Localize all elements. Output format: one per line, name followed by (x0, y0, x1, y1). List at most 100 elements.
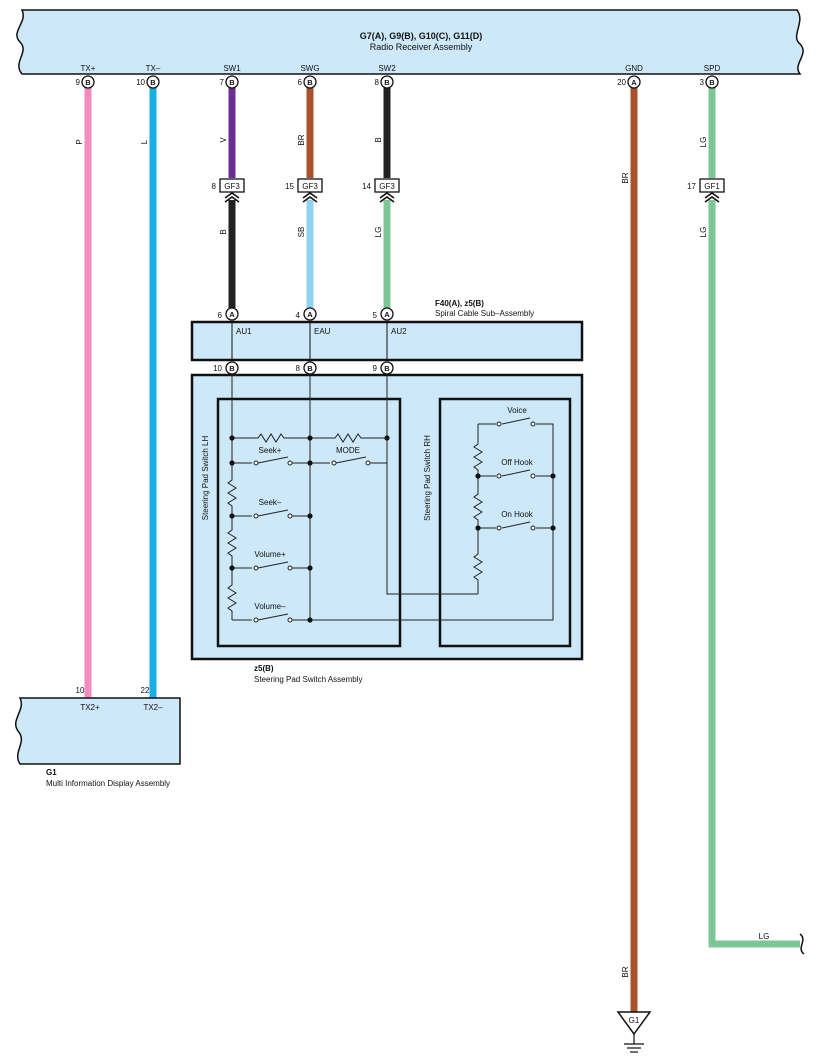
switch-label-voice: Voice (507, 406, 527, 415)
junction-gf3-sw1: 8 GF3 (212, 178, 245, 203)
display-code: G1 (46, 768, 57, 777)
wire-label-tx-minus: L (140, 139, 149, 144)
wire-label-swg-upper: BR (297, 134, 306, 145)
pin-number: 20 (617, 78, 626, 87)
spiral-bottom-pin-3: 9 B (373, 361, 394, 375)
radio-pin-swg: 6 B (298, 75, 317, 89)
wire-label-sw1-upper: V (219, 137, 228, 143)
pin-number: 10 (136, 78, 145, 87)
switch-rh-box (438, 397, 572, 648)
pin-number: 3 (700, 78, 705, 87)
junction-gf3-sw2: 14 GF3 (362, 178, 400, 203)
pin-name-sw2: SW2 (378, 64, 396, 73)
connector-letter: B (709, 78, 715, 87)
junction-pin: 8 (212, 182, 217, 191)
switch-rh-title: Steering Pad Switch RH (423, 435, 432, 521)
wire-label-gnd-upper: BR (621, 172, 630, 183)
pin-name-sw1: SW1 (223, 64, 241, 73)
junction-label: GF3 (302, 182, 318, 191)
switch-label-volume-plus: Volume+ (254, 550, 286, 559)
pin-number: 8 (375, 78, 380, 87)
spiral-top-pin-eau: 4 A (296, 307, 317, 321)
switch-label-seek-minus: Seek– (259, 498, 282, 507)
ground-label: G1 (629, 1016, 640, 1025)
connector-letter: B (229, 364, 235, 373)
radio-pin-sw1: 7 B (220, 75, 239, 89)
spiral-codes: F40(A), z5(B) (435, 299, 484, 308)
wire-label-sw1-lower: B (219, 229, 228, 234)
connector-letter: A (307, 310, 313, 319)
switch-assembly-name: Steering Pad Switch Assembly (254, 675, 363, 684)
pin-number: 9 (373, 364, 378, 373)
switch-lh-circuit (227, 374, 554, 623)
spiral-pin-name-eau: EAU (314, 327, 331, 336)
connector-letter: B (307, 364, 313, 373)
pin-number: 9 (76, 78, 81, 87)
pin-name-spd: SPD (704, 64, 721, 73)
wire-label-sw2-upper: B (374, 137, 383, 142)
radio-receiver-box (16, 9, 804, 75)
ground-symbol: G1 (616, 1011, 652, 1053)
radio-pin-spd: 3 B (700, 75, 719, 89)
pin-number: 6 (298, 78, 303, 87)
display-pin-name-1: TX2+ (80, 703, 100, 712)
switch-lh-box (216, 397, 402, 648)
junction-label: GF3 (224, 182, 240, 191)
connector-letter: B (384, 78, 390, 87)
switch-assembly-code: z5(B) (254, 664, 274, 673)
spiral-top-pin-au2: 5 A (373, 307, 394, 321)
pin-number: 8 (296, 364, 301, 373)
wire-spd-break (799, 933, 805, 955)
display-name: Multi Information Display Assembly (46, 779, 170, 788)
wire-label-gnd-lower: BR (621, 966, 630, 977)
display-box (15, 697, 181, 765)
spiral-bottom-pin-1: 10 B (213, 361, 239, 375)
switch-label-mode: MODE (336, 446, 360, 455)
radio-pin-tx-minus: 10 B (136, 75, 160, 89)
wire-spd-lower (708, 200, 800, 948)
switch-label-seek-plus: Seek+ (259, 446, 282, 455)
switch-label-on-hook: On Hook (501, 510, 534, 519)
wire-label-spd-lower: LG (699, 227, 708, 238)
pin-name-swg: SWG (300, 64, 319, 73)
junction-pin: 17 (687, 182, 696, 191)
pin-number: 7 (220, 78, 225, 87)
junction-gf3-swg: 15 GF3 (285, 178, 323, 203)
pin-number: 6 (218, 311, 223, 320)
junction-pin: 15 (285, 182, 294, 191)
connector-letter: A (631, 78, 637, 87)
spiral-top-pin-au1: 6 A (218, 307, 239, 321)
display-pin-number-1: 10 (76, 686, 85, 695)
wire-label-sw2-lower: LG (374, 227, 383, 238)
switch-lh-title: Steering Pad Switch LH (201, 436, 210, 521)
radio-pin-tx-plus: 9 B (76, 75, 95, 89)
radio-pin-gnd: 20 A (617, 75, 641, 89)
pin-name-tx-plus: TX+ (81, 64, 96, 73)
connector-letter: A (384, 310, 390, 319)
pin-number: 10 (213, 364, 222, 373)
display-pin-number-2: 22 (141, 686, 150, 695)
spiral-pin-name-au2: AU2 (391, 327, 407, 336)
wire-label-tx-plus: P (75, 139, 84, 144)
spiral-pin-name-au1: AU1 (236, 327, 252, 336)
radio-codes: G7(A), G9(B), G10(C), G11(D) (360, 31, 483, 41)
display-pin-name-2: TX2– (143, 703, 163, 712)
wire-label-spd-exit: LG (759, 932, 770, 941)
junction-pin: 14 (362, 182, 371, 191)
pin-name-gnd: GND (625, 64, 643, 73)
connector-letter: B (85, 78, 91, 87)
radio-name: Radio Receiver Assembly (370, 42, 473, 52)
pin-name-tx-minus: TX– (146, 64, 161, 73)
junction-gf1-spd: 17 GF1 (687, 178, 725, 203)
pin-number: 5 (373, 311, 378, 320)
junction-label: GF3 (379, 182, 395, 191)
connector-letter: B (384, 364, 390, 373)
junction-label: GF1 (704, 182, 720, 191)
wire-label-swg-lower: SB (297, 227, 306, 238)
switch-rh-circuit (386, 417, 556, 595)
spiral-bottom-pin-2: 8 B (296, 361, 317, 375)
connector-letter: B (150, 78, 156, 87)
pin-number: 4 (296, 311, 301, 320)
switch-label-volume-minus: Volume– (254, 602, 286, 611)
